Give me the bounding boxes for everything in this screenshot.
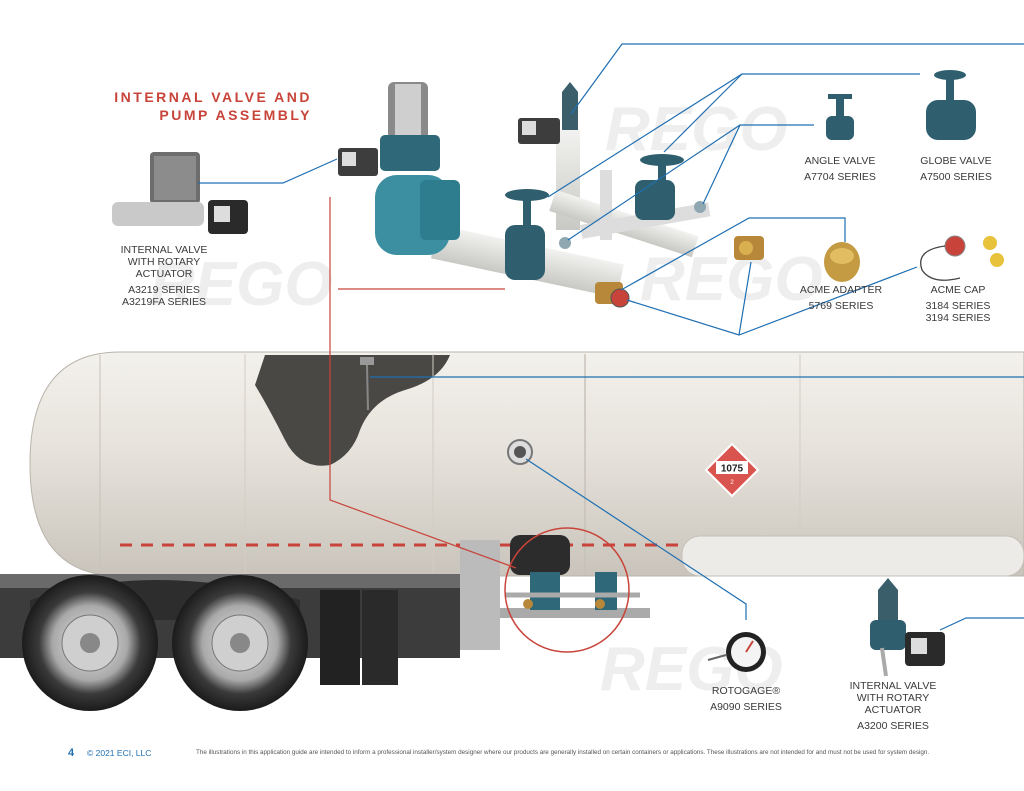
callout-line	[939, 617, 1024, 631]
callout-name: GLOBE VALVE	[920, 155, 992, 167]
callout-name: INTERNAL VALVE	[849, 680, 937, 692]
callout-series: A7500 SERIES	[920, 171, 992, 183]
trailer-wheels	[22, 575, 308, 711]
placard-number: 1075	[721, 464, 744, 475]
section-heading-line1: INTERNAL VALVE AND	[114, 89, 312, 105]
tank-shadow-patch	[255, 355, 450, 466]
internal-valve-a3219-thumb	[112, 152, 248, 234]
callout-line	[570, 43, 1024, 115]
callout-series: A9090 SERIES	[710, 701, 782, 713]
callout-name: INTERNAL VALVE	[120, 244, 208, 256]
callout-acme-cap: ACME CAP 3184 SERIES 3194 SERIES	[908, 284, 1008, 324]
callout-rotogage: ROTOGAGE® A9090 SERIES	[696, 685, 796, 713]
callout-globe-valve: GLOBE VALVE A7500 SERIES	[906, 155, 1006, 183]
callout-name: ANGLE VALVE	[804, 155, 876, 167]
watermark: REGO	[640, 245, 823, 314]
acme-cap-thumb	[920, 235, 1004, 281]
detail-circle	[504, 527, 630, 653]
section-heading-line2: PUMP ASSEMBLY	[159, 107, 312, 123]
product-thumbnails	[112, 70, 1004, 677]
watermark: REGO	[150, 250, 333, 319]
watermark: REGO	[605, 95, 788, 164]
callout-series: A3200 SERIES	[857, 720, 929, 732]
copyright: © 2021 ECI, LLC	[87, 748, 152, 758]
callout-series: 3194 SERIES	[925, 312, 991, 324]
tank-trailer	[29, 351, 1024, 577]
svg-text:2: 2	[730, 480, 734, 486]
callout-name: ROTOGAGE®	[711, 685, 781, 697]
callout-name: ACME CAP	[930, 284, 986, 296]
page-number: 4	[68, 747, 75, 759]
pipe	[579, 202, 711, 239]
pump-module-detail	[505, 535, 640, 610]
callout-name: WITH ROTARY	[127, 256, 201, 268]
callout-internal-valve-a3219: INTERNAL VALVE WITH ROTARY ACTUATOR A321…	[104, 244, 224, 308]
callout-series: 3184 SERIES	[925, 300, 991, 312]
callout-line	[620, 217, 846, 291]
side-tube	[681, 535, 1024, 577]
callout-line	[738, 261, 752, 336]
callout-name: WITH ROTARY	[856, 692, 930, 704]
rotogage-thumb	[707, 632, 766, 672]
callout-series: A3219FA SERIES	[121, 296, 207, 308]
callout-lines	[198, 43, 1024, 631]
callout-acme-adapter: ACME ADAPTER 5769 SERIES	[791, 284, 891, 312]
angle-valve-thumb	[826, 94, 854, 140]
callout-line	[663, 73, 743, 153]
callout-series: 5769 SERIES	[808, 300, 874, 312]
callout-line	[329, 197, 517, 569]
callout-line	[198, 158, 338, 184]
pump-assembly-illustration	[338, 82, 764, 308]
callout-line	[525, 458, 747, 620]
hazard-placard: 1075 2	[704, 442, 760, 498]
globe-valve-thumb	[926, 70, 976, 140]
callout-line	[702, 124, 741, 205]
callout-name: ACTUATOR	[135, 268, 193, 280]
disclaimer: The illustrations in this application gu…	[196, 749, 930, 756]
internal-valve-a3200-thumb	[870, 578, 945, 677]
callout-name: ACME ADAPTER	[799, 284, 883, 296]
section-heading: INTERNAL VALVE AND PUMP ASSEMBLY	[100, 88, 312, 124]
callout-internal-valve-a3200: INTERNAL VALVE WITH ROTARY ACTUATOR A320…	[843, 680, 943, 732]
callout-angle-valve: ANGLE VALVE A7704 SERIES	[790, 155, 890, 183]
acme-adapter-thumb	[824, 242, 860, 282]
callout-series: A7704 SERIES	[804, 171, 876, 183]
callout-name: ACTUATOR	[864, 704, 922, 716]
page-footer: 4 © 2021 ECI, LLC The illustrations in t…	[0, 747, 1024, 763]
callout-series: A3219 SERIES	[128, 284, 200, 296]
